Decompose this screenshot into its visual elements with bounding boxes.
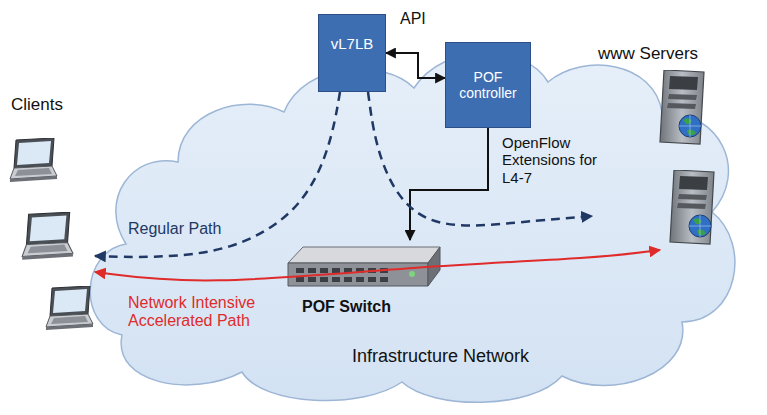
network-cloud (90, 53, 735, 403)
connector-label: Regular Path (128, 220, 258, 238)
node-text: Clients (11, 95, 95, 115)
client-group: Clients (5, 95, 95, 335)
node-text: POF controller (452, 69, 524, 101)
network-label: Infrastructure Network (352, 346, 529, 367)
connector (95, 250, 660, 280)
connector-label: OpenFlow Extensions for L4-7 (502, 134, 602, 186)
node-text: POF Switch (302, 298, 445, 316)
pof-switch-device (288, 247, 440, 286)
server-icon (670, 170, 714, 244)
server-group: www Servers (592, 44, 752, 250)
laptop-icon (22, 212, 73, 260)
laptop-icon (46, 286, 93, 330)
controller-box: POF controller (445, 42, 531, 128)
connector (386, 53, 445, 78)
connector-label: Network Intensive Accelerated Path (128, 294, 303, 331)
node-text: vL7LB (319, 35, 385, 52)
laptop-icon (10, 138, 57, 182)
switch-device: POF Switch (280, 240, 445, 318)
server-icon (660, 70, 704, 144)
node-text: www Servers (598, 44, 752, 64)
connector (95, 92, 340, 257)
api-label: API (400, 10, 426, 28)
load-balancer-box: vL7LB (318, 14, 386, 92)
